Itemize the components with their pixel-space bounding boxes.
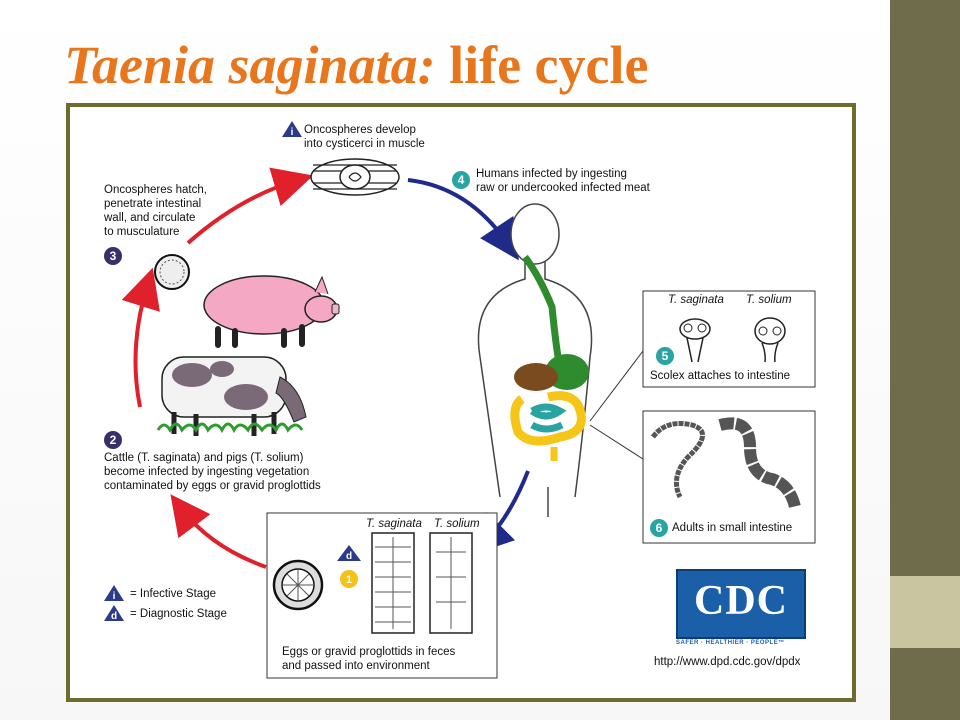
adults-box <box>642 410 816 544</box>
arrow-3-to-muscle <box>186 167 314 245</box>
cdc-logo-text: CDC <box>694 578 788 624</box>
stage6-caption: Adults in small intestine <box>672 522 793 534</box>
stage1-line-1: Eggs or gravid proglottids in feces <box>282 646 456 658</box>
stage3-line-2: penetrate intestinal <box>104 198 202 210</box>
stage2-caption: Cattle (T. saginata) and pigs (T. solium… <box>104 451 321 493</box>
stage3-line-1: Oncospheres hatch, <box>104 184 207 196</box>
adult-worm-2 <box>718 417 801 509</box>
slide-side-accent <box>890 576 960 648</box>
stage5-badge: 5 <box>656 347 674 365</box>
pig-illustration <box>203 275 340 348</box>
stage4-caption: Humans infected by ingesting raw or unde… <box>476 167 650 195</box>
arrow-muscle-to-human <box>407 178 519 261</box>
stage1-caption: Eggs or gravid proglottids in feces and … <box>282 645 455 673</box>
stage5-saginata-label: T. saginata <box>668 294 724 306</box>
pointer-lines <box>589 350 644 460</box>
slide-title: Taenia saginata: life cycle <box>64 30 648 100</box>
stage1-badge <box>340 570 358 588</box>
infective-badge-top-letter: i <box>291 127 294 138</box>
diagnostic-badge <box>337 545 361 561</box>
stage1-number: 1 <box>346 574 352 586</box>
proglottid-saginata <box>371 532 415 634</box>
stage4-line-2: raw or undercooked infected meat <box>476 182 650 194</box>
stage5-solium-label: T. solium <box>746 294 792 306</box>
legend-diagnostic-icon <box>104 605 124 621</box>
lifecycle-diagram: d 1 i i d <box>104 121 816 679</box>
legend-diagnostic-letter: d <box>111 611 117 622</box>
stage-i-line-1: Oncospheres develop <box>304 124 416 136</box>
legend-infective-letter: i <box>113 591 116 602</box>
infective-badge-top <box>282 121 302 137</box>
stage4-badge: 4 <box>452 171 470 189</box>
stage1-line-2: and passed into environment <box>282 660 430 672</box>
cdc-logo: CDC <box>676 569 806 639</box>
legend-infective-icon <box>104 585 124 601</box>
lifecycle-diagram-frame: d 1 i i d Oncospheres develop into cysti… <box>66 103 856 702</box>
cdc-tagline: SAFER · HEALTHIER · PEOPLE™ <box>676 640 785 646</box>
stage2-line-1: Cattle (T. saginata) and pigs (T. solium… <box>104 452 304 464</box>
stage1-saginata-label: T. saginata <box>366 518 422 530</box>
title-species: Taenia saginata: <box>64 35 436 95</box>
scolex-box <box>642 290 816 388</box>
stage-i-line-2: into cysticerci in muscle <box>304 138 425 150</box>
stage-i-caption: Oncospheres develop into cysticerci in m… <box>304 123 425 151</box>
stage5-caption: Scolex attaches to intestine <box>650 370 790 382</box>
stage3-caption: Oncospheres hatch, penetrate intestinal … <box>104 183 207 239</box>
stage2-line-2: become infected by ingesting vegetation <box>104 466 310 478</box>
scolex-saginata <box>679 318 711 363</box>
oncosphere <box>154 254 190 290</box>
adult-worm-1 <box>650 421 705 499</box>
stage3-line-4: to musculature <box>104 226 180 238</box>
arrow-2-to-3 <box>121 267 160 408</box>
stage3-line-3: wall, and circulate <box>104 212 196 224</box>
egg-illustration <box>272 559 324 611</box>
muscle-cysticercus <box>310 158 400 196</box>
legend-infective-label: = Infective Stage <box>130 588 216 600</box>
arrow-1-to-2 <box>170 494 267 569</box>
legend-diagnostic-label: = Diagnostic Stage <box>130 608 227 620</box>
stage4-line-1: Humans infected by ingesting <box>476 168 627 180</box>
title-rest: life cycle <box>435 35 649 95</box>
proglottid-solium <box>429 532 473 634</box>
stage6-badge: 6 <box>650 519 668 537</box>
diagnostic-badge-letter: d <box>346 551 352 562</box>
stage2-line-3: contaminated by eggs or gravid proglotti… <box>104 480 321 492</box>
stage1-solium-label: T. solium <box>434 518 480 530</box>
stage2-badge: 2 <box>104 431 122 449</box>
scolex-solium <box>754 317 786 363</box>
stage3-badge: 3 <box>104 247 122 265</box>
cow-illustration <box>156 356 307 436</box>
human-silhouette <box>477 203 593 517</box>
cdc-url: http://www.dpd.cdc.gov/dpdx <box>654 656 801 668</box>
